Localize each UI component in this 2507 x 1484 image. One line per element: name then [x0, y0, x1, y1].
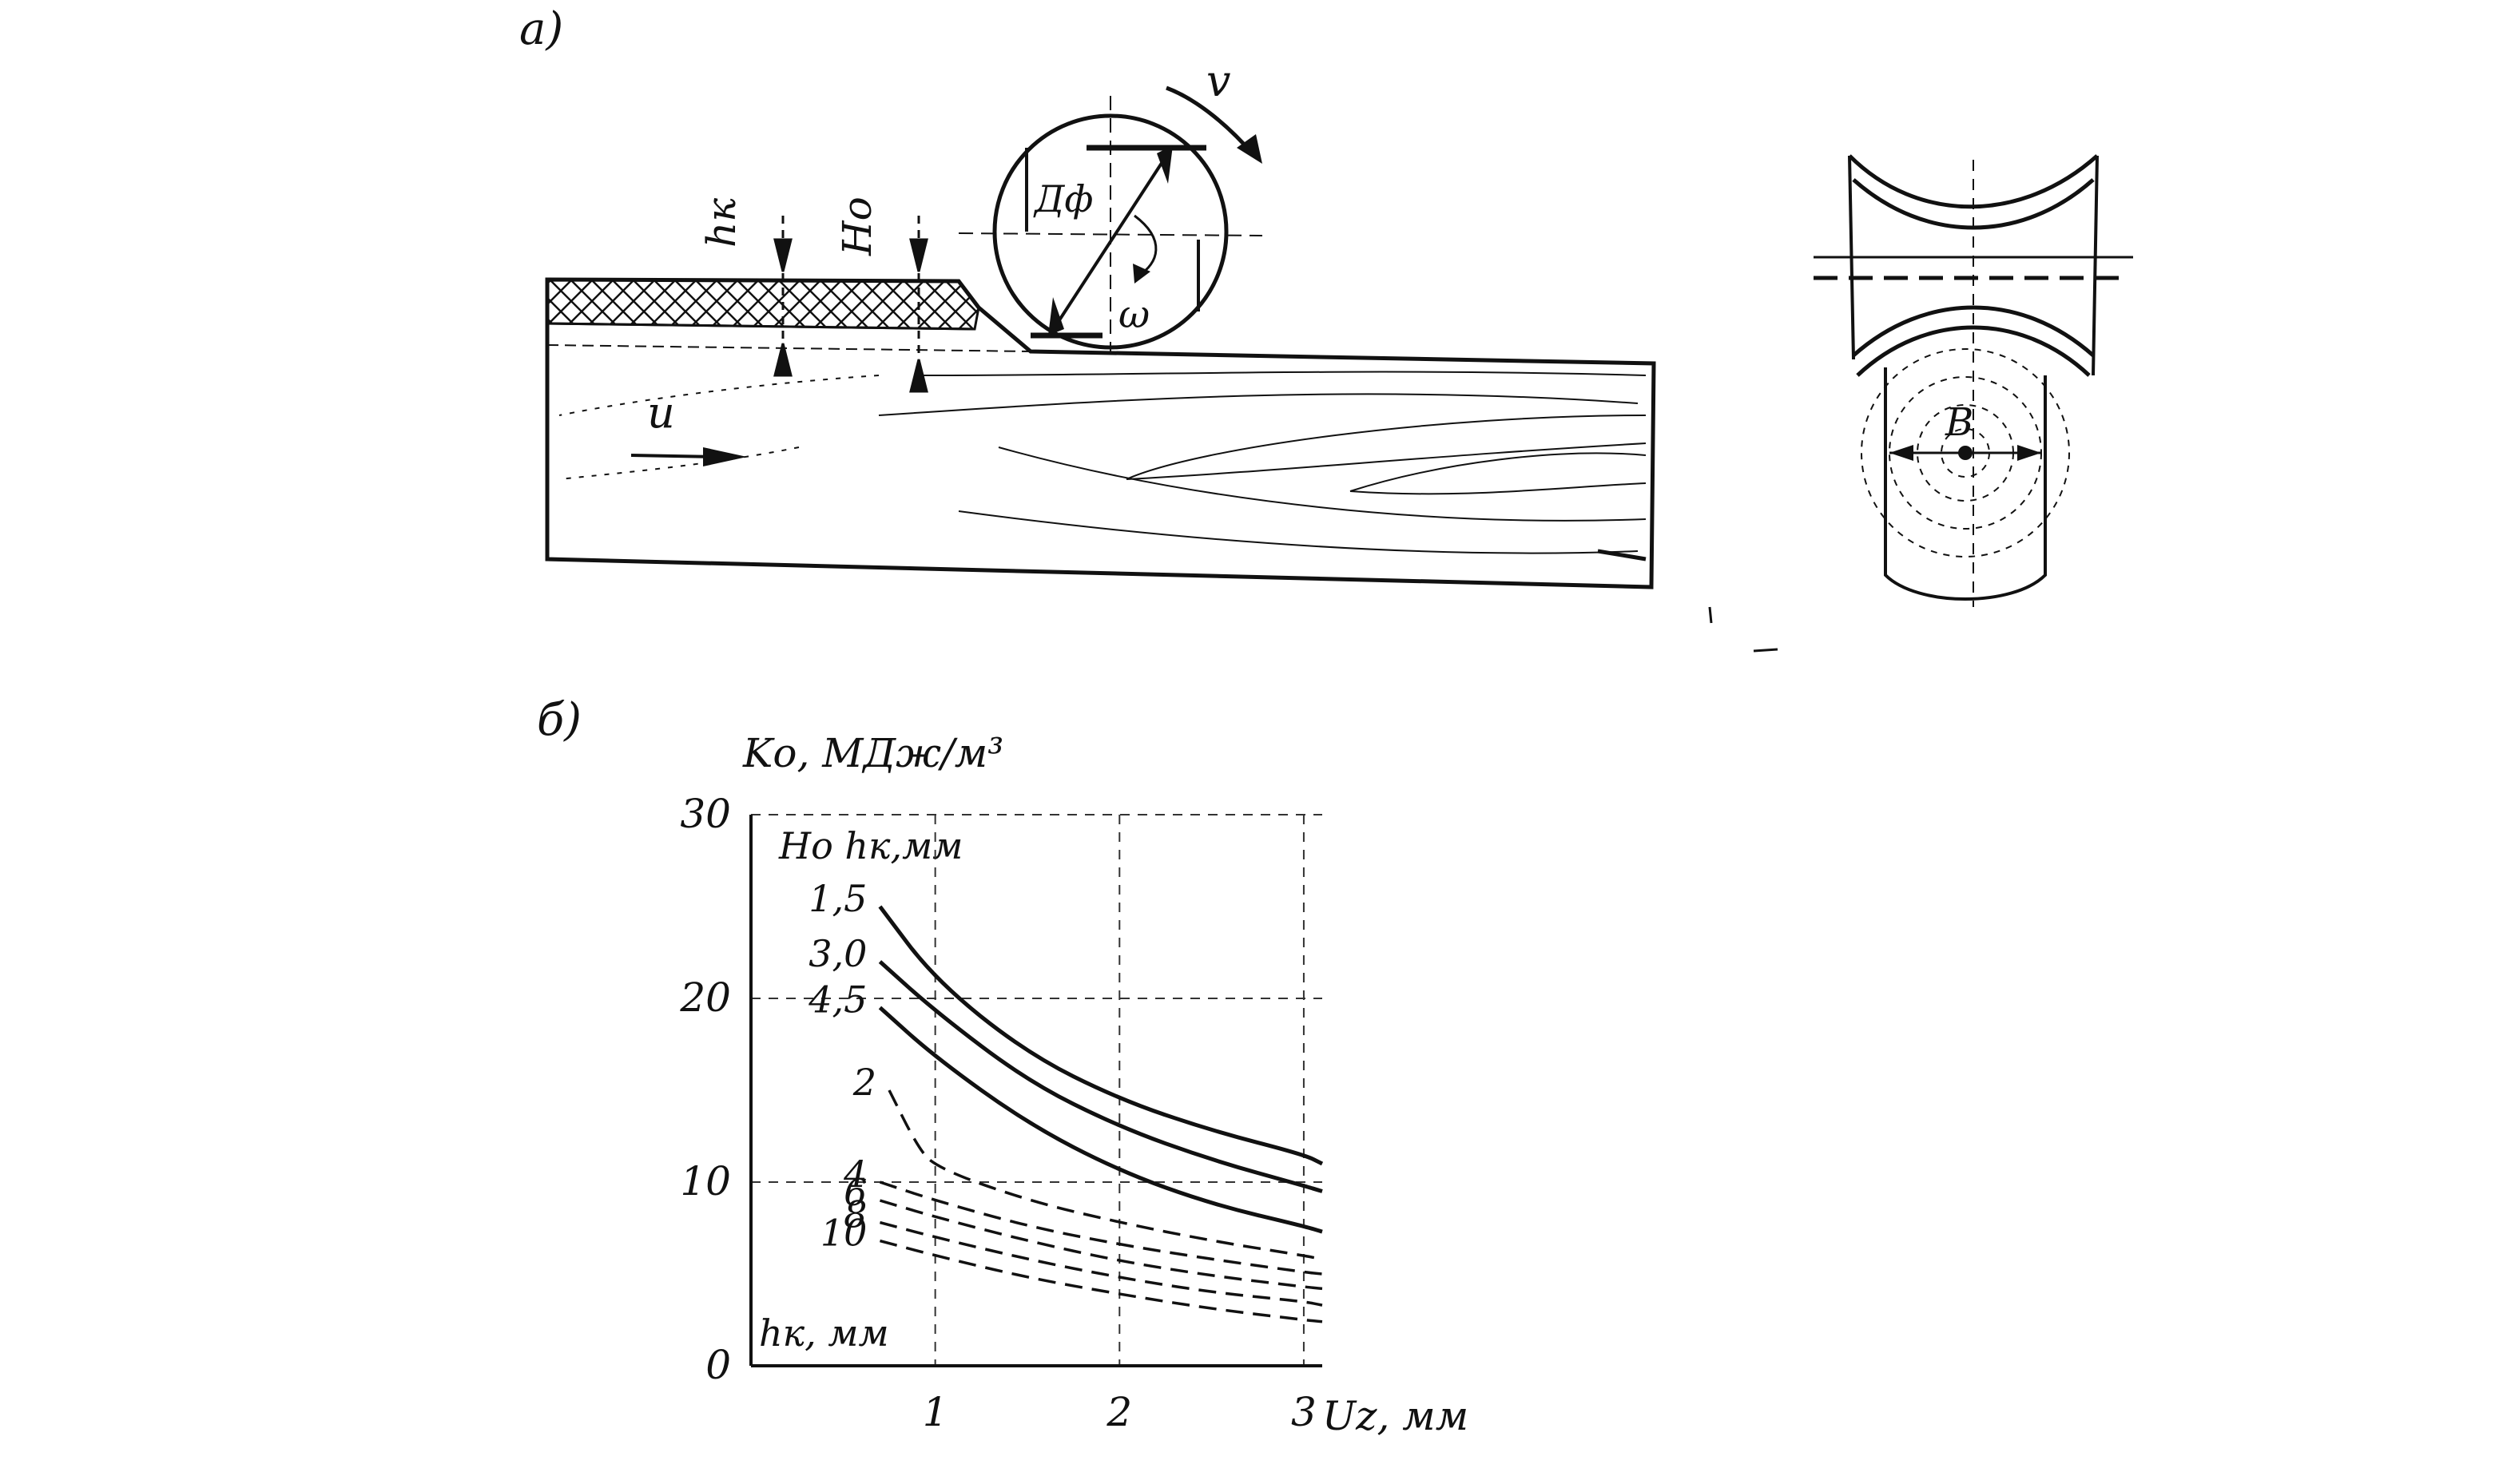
- series-label: 1,5: [809, 877, 867, 920]
- series-line-3-0: [878, 960, 1323, 1193]
- cutter-wheel: [958, 96, 1263, 351]
- series-line-4: [879, 1180, 1323, 1276]
- tick-labels: 0 10 20 30 1 2 3: [679, 791, 1316, 1435]
- series-line-8: [880, 1220, 1323, 1307]
- axes: [749, 815, 1322, 1367]
- label-width-b: B: [1945, 400, 1973, 445]
- stray-marks: [1708, 606, 1778, 653]
- x-tick-label: 1: [923, 1389, 948, 1435]
- wood-grain: [558, 371, 1647, 561]
- x-tick-label: 2: [1106, 1389, 1132, 1435]
- series-line-6: [879, 1199, 1323, 1291]
- series-line-4-5: [878, 1006, 1323, 1234]
- series-label: 4: [843, 1153, 867, 1196]
- series-line-2: [888, 1089, 1323, 1261]
- y-tick-label: 10: [680, 1158, 731, 1204]
- series-label: 2: [852, 1061, 876, 1104]
- solid-group-header: Hо hк,мм: [778, 824, 963, 867]
- panel-label-b: б): [537, 694, 582, 746]
- label-omega: ω: [1118, 292, 1150, 337]
- panel-label-a: а): [519, 3, 563, 55]
- label-u: u: [647, 387, 675, 438]
- x-tick-label: 3: [1291, 1389, 1317, 1435]
- feed-arrow-u: [630, 447, 747, 466]
- dashed-group-header: hк, мм: [759, 1311, 889, 1355]
- x-axis-label: Uz, мм: [1322, 1393, 1468, 1439]
- y-tick-label: 20: [679, 974, 731, 1021]
- series-line-1-5: [878, 905, 1324, 1166]
- curves: [878, 905, 1324, 1323]
- label-ho: Hо: [834, 196, 880, 256]
- label-hk: hк: [698, 198, 745, 248]
- series-line-10: [880, 1239, 1323, 1323]
- series-label: 4,5: [808, 978, 867, 1022]
- series-label: 6: [844, 1171, 867, 1214]
- label-v: v: [1206, 56, 1231, 106]
- side-view: [1814, 154, 2133, 607]
- removed-layer-hatched: [546, 278, 980, 331]
- figure-a: а): [519, 3, 2133, 653]
- label-cutter-diameter: Дф: [1033, 177, 1093, 220]
- figure-b: б) Kо, МДж/м³ Uz, мм Hо hк,мм hк, мм 0 10…: [537, 694, 1468, 1439]
- series-label: 3,0: [809, 932, 867, 975]
- y-axis-label: Kо, МДж/м³: [742, 730, 1003, 776]
- speed-arrow-v: [1166, 85, 1262, 164]
- thickness-markers: [773, 216, 928, 393]
- series-label: 8: [844, 1193, 867, 1236]
- series-label: 10: [820, 1212, 868, 1255]
- grid: [751, 814, 1322, 1366]
- y-tick-label: 30: [680, 791, 731, 837]
- y-tick-label: 0: [705, 1342, 731, 1388]
